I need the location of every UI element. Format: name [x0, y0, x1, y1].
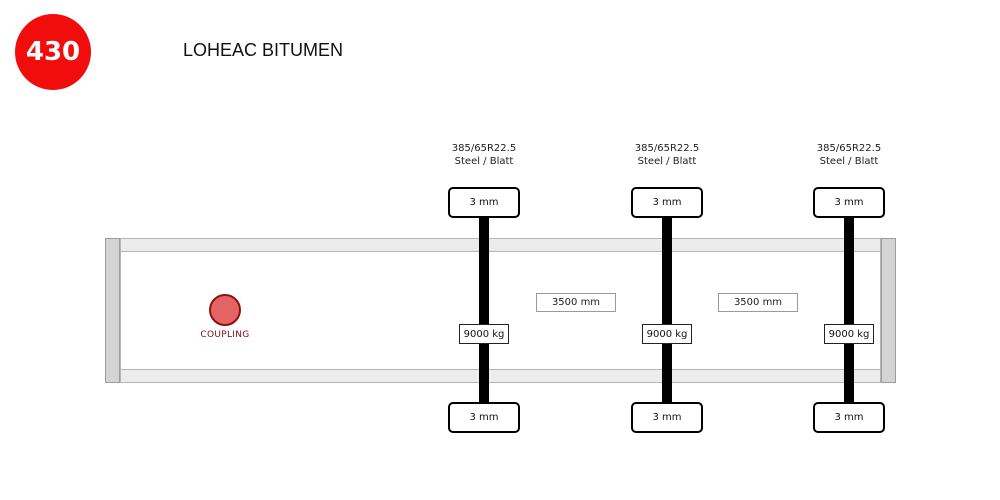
axle-2-tyre-size: 385/65R22.5 — [634, 143, 700, 154]
axle-3-tyre-left[interactable]: 3 mm — [813, 187, 885, 218]
chassis-front-cap — [105, 238, 120, 383]
axle-1-load: 9000 kg — [459, 324, 509, 344]
axle-3-tyre-spec: 385/65R22.5 Steel / Blatt — [794, 142, 904, 168]
axle-1-tyre-left[interactable]: 3 mm — [448, 187, 520, 218]
trailer-number-badge: 430 — [15, 14, 91, 90]
axle-2-tyre-right[interactable]: 3 mm — [631, 402, 703, 433]
axle-3-tyre-type: Steel / Blatt — [819, 156, 879, 167]
coupling-icon[interactable] — [209, 294, 241, 326]
axle-spacing-1: 3500 mm — [536, 293, 616, 312]
axle-2-load: 9000 kg — [642, 324, 692, 344]
chassis-bottom-rail — [120, 369, 881, 383]
axle-1-tyre-spec: 385/65R22.5 Steel / Blatt — [429, 142, 539, 168]
axle-3-bar — [844, 217, 854, 403]
axle-spacing-2: 3500 mm — [718, 293, 798, 312]
axle-2-tyre-spec: 385/65R22.5 Steel / Blatt — [612, 142, 722, 168]
axle-1-tyre-right[interactable]: 3 mm — [448, 402, 520, 433]
chassis-rear-cap — [881, 238, 896, 383]
axle-3-load: 9000 kg — [824, 324, 874, 344]
axle-2-bar — [662, 217, 672, 403]
axle-3-tyre-size: 385/65R22.5 — [816, 143, 882, 154]
axle-2-tyre-left[interactable]: 3 mm — [631, 187, 703, 218]
axle-1-tyre-type: Steel / Blatt — [454, 156, 514, 167]
axle-1-tyre-size: 385/65R22.5 — [451, 143, 517, 154]
axle-3-tyre-right[interactable]: 3 mm — [813, 402, 885, 433]
trailer-title: LOHEAC BITUMEN — [183, 40, 344, 60]
coupling-label: COUPLING — [200, 330, 250, 340]
axle-1-bar — [479, 217, 489, 403]
axle-2-tyre-type: Steel / Blatt — [637, 156, 697, 167]
chassis-top-rail — [120, 238, 881, 252]
